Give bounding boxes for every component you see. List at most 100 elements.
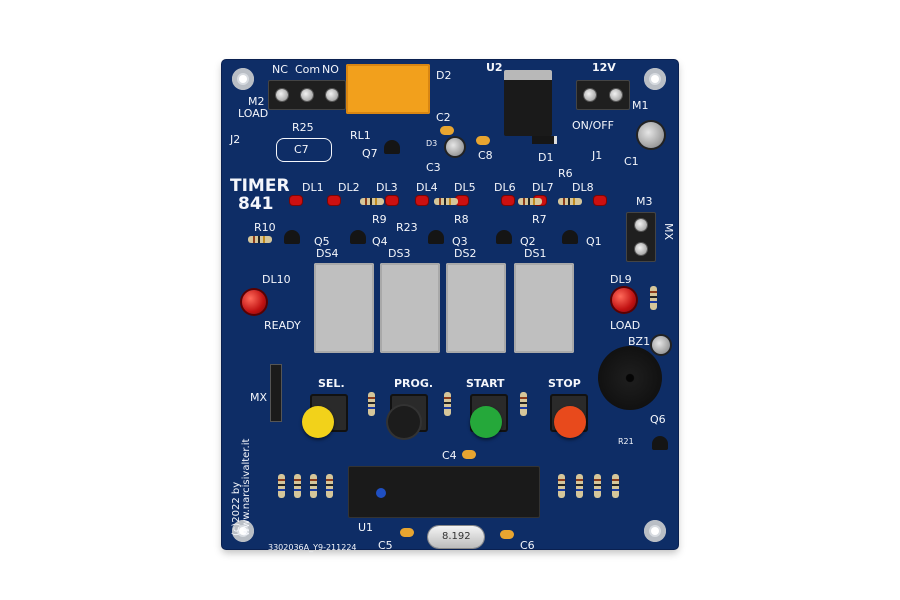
start-button[interactable] — [470, 406, 502, 438]
resistor — [558, 474, 565, 498]
label-r9: R9 — [372, 213, 387, 226]
capacitor — [652, 336, 670, 354]
label-prog: PROG. — [394, 377, 434, 390]
resistor — [360, 198, 384, 205]
label-u1: U1 — [358, 521, 374, 534]
led-dl5 — [456, 196, 468, 205]
resistor — [594, 474, 601, 498]
label-ready: READY — [264, 319, 301, 332]
label-dl3: DL3 — [376, 181, 398, 194]
led-ready — [242, 290, 266, 314]
pin-header-mx — [270, 364, 282, 422]
pcb-board: NC Com NO M2 LOAD RL1 R25 C7 J2 Q7 D2 C2… — [222, 60, 678, 552]
label-d1: D1 — [538, 151, 554, 164]
label-12v: 12V — [592, 61, 616, 74]
crystal-label: 8.192 — [442, 531, 471, 542]
transistor-q3 — [428, 230, 444, 244]
label-rl1: RL1 — [350, 129, 371, 142]
screw — [300, 89, 313, 101]
label-q7: Q7 — [362, 147, 378, 160]
mounting-hole — [232, 68, 254, 90]
label-nc: NC — [272, 63, 288, 76]
label-mx-right: MX — [662, 222, 676, 241]
label-r8: R8 — [454, 213, 469, 226]
relay — [346, 64, 430, 114]
label-dl8: DL8 — [572, 181, 594, 194]
label-m3: M3 — [636, 195, 653, 208]
led-dl2 — [328, 196, 340, 205]
capacitor-c8 — [476, 136, 490, 145]
resistor — [520, 392, 527, 416]
label-mx-left: MX — [250, 391, 268, 404]
label-d2: D2 — [436, 69, 452, 82]
transistor-q1 — [562, 230, 578, 244]
label-q2: Q2 — [520, 235, 536, 248]
crystal: 8.192 — [428, 526, 484, 548]
led-dl8 — [594, 196, 606, 205]
label-r10: R10 — [254, 221, 276, 234]
label-dl10: DL10 — [262, 273, 291, 286]
capacitor-c1 — [638, 122, 664, 148]
voltage-regulator-u2 — [504, 70, 552, 136]
capacitor-c4 — [462, 450, 476, 459]
mounting-hole — [232, 520, 254, 542]
label-m1: M1 — [632, 99, 649, 112]
prog-button[interactable] — [388, 406, 420, 438]
capacitor-c2 — [440, 126, 454, 135]
resistor — [294, 474, 301, 498]
resistor — [612, 474, 619, 498]
credit-line2: www.narcisivalter.it — [241, 438, 252, 536]
label-q6: Q6 — [650, 413, 666, 426]
resistor — [518, 198, 542, 205]
label-start: START — [466, 377, 505, 390]
board-title: TIMER — [230, 176, 290, 196]
mounting-hole — [644, 520, 666, 542]
label-dl6: DL6 — [494, 181, 516, 194]
resistor — [368, 392, 375, 416]
label-m2: M2 — [248, 95, 265, 108]
stop-button[interactable] — [554, 406, 586, 438]
screw — [635, 243, 647, 255]
buzzer — [598, 346, 662, 410]
label-r21: R21 — [618, 437, 634, 446]
label-ds1: DS1 — [524, 247, 547, 260]
screw — [610, 89, 622, 101]
screw — [584, 89, 596, 101]
display-digit-ds4 — [314, 263, 374, 353]
label-no: NO — [322, 63, 339, 76]
transistor-q2 — [496, 230, 512, 244]
label-d3: D3 — [426, 139, 438, 148]
label-ds3: DS3 — [388, 247, 411, 260]
label-dl9: DL9 — [610, 273, 632, 286]
resistor — [310, 474, 317, 498]
label-dl7: DL7 — [532, 181, 554, 194]
credit-text: (c)2022 by www.narcisivalter.it — [231, 376, 252, 536]
label-c3: C3 — [426, 161, 441, 174]
board-serial: 3302036A_Y9-211224 — [268, 543, 357, 552]
label-load-led: LOAD — [610, 319, 641, 332]
transistor-q6 — [652, 436, 668, 450]
label-ds2: DS2 — [454, 247, 477, 260]
label-dl1: DL1 — [302, 181, 324, 194]
label-r25: R25 — [292, 121, 314, 134]
label-r6: R6 — [558, 167, 573, 180]
label-dl5: DL5 — [454, 181, 476, 194]
c7-outline — [276, 138, 332, 162]
board-model: 841 — [238, 194, 274, 214]
resistor — [650, 286, 657, 310]
label-dl4: DL4 — [416, 181, 438, 194]
led-dl4 — [416, 196, 428, 205]
resistor — [444, 392, 451, 416]
label-r7: R7 — [532, 213, 547, 226]
label-c7: C7 — [294, 143, 309, 156]
label-sel: SEL. — [318, 377, 345, 390]
capacitor-c3 — [446, 138, 464, 156]
sel-button[interactable] — [302, 406, 334, 438]
capacitor-c6 — [500, 530, 514, 539]
label-j1: J1 — [592, 149, 603, 162]
load-terminal-block — [268, 80, 346, 110]
label-c4: C4 — [442, 449, 457, 462]
transistor-q4 — [350, 230, 366, 244]
label-on-off: ON/OFF — [572, 119, 614, 132]
label-c6: C6 — [520, 539, 535, 552]
